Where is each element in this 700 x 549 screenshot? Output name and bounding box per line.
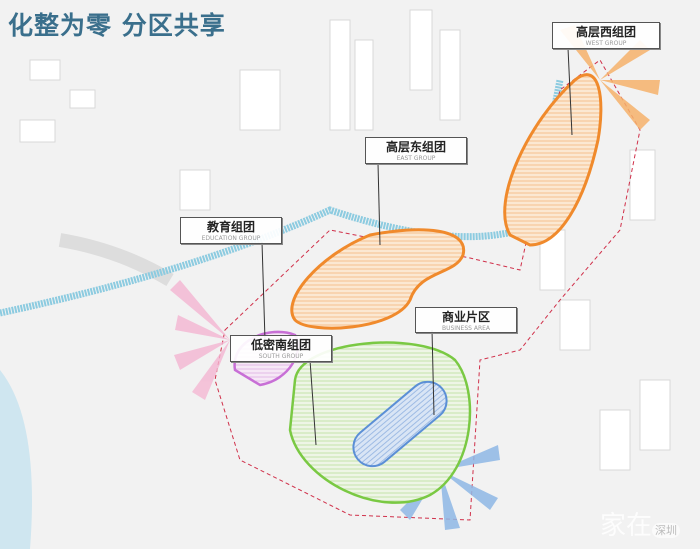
leader-lines <box>261 47 573 446</box>
label-en: BUSINESS AREA <box>441 325 491 332</box>
background-buildings <box>19 9 671 471</box>
business-area-zone <box>352 380 448 468</box>
label-cn: 教育组团 <box>206 220 255 234</box>
page-title: 化整为零 分区共享 <box>8 11 226 40</box>
label-en: SOUTH GROUP <box>258 353 304 360</box>
road <box>58 233 174 287</box>
label-cn: 高层西组团 <box>575 25 636 39</box>
label-cn: 低密南组团 <box>250 338 311 352</box>
label-en: WEST GROUP <box>585 40 627 47</box>
west-group-zone <box>503 73 603 247</box>
label-en: EDUCATION GROUP <box>201 235 261 242</box>
watermark-sub: 深圳 <box>652 523 681 538</box>
watermark-main: 家在 <box>600 511 653 541</box>
education-fan <box>170 280 230 400</box>
label-cn: 商业片区 <box>441 310 490 324</box>
label-en: EAST GROUP <box>396 155 436 162</box>
label-cn: 高层东组团 <box>385 140 446 154</box>
water-body <box>0 370 32 549</box>
watermark: 家在深圳 <box>600 505 681 542</box>
east-group-zone <box>290 228 466 330</box>
site-boundary <box>214 59 641 521</box>
